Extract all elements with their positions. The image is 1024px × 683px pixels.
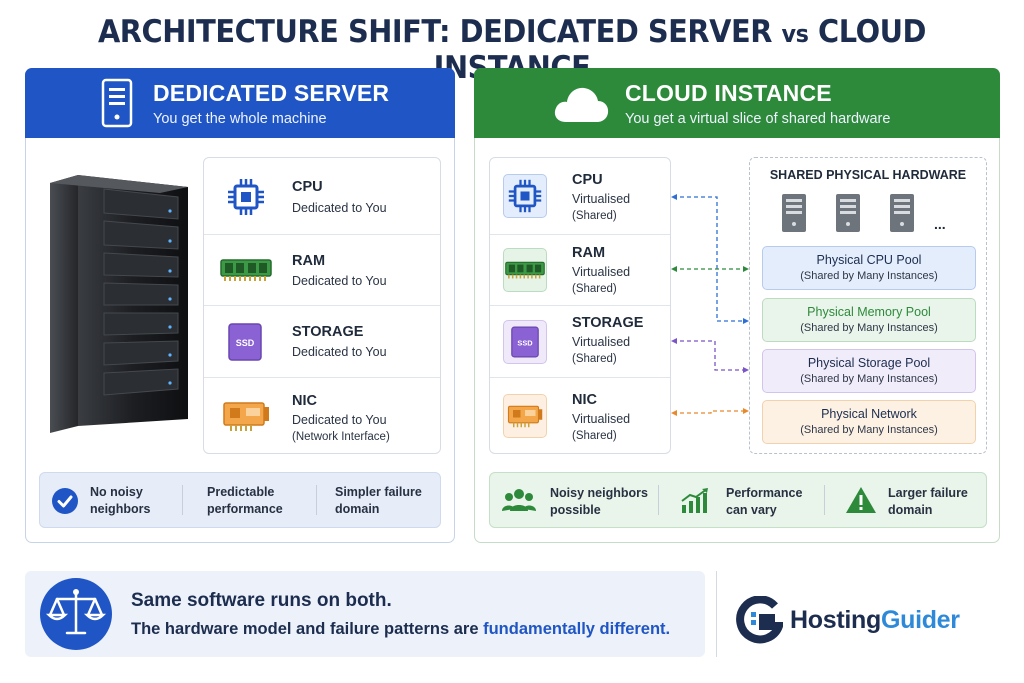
ram-icon xyxy=(220,259,272,281)
component-desc: Virtualised xyxy=(572,192,631,206)
component-name: RAM xyxy=(292,253,326,269)
component-desc: Dedicated to You xyxy=(292,345,387,359)
cloud-ram-row: RAM Virtualised (Shared) xyxy=(490,235,670,306)
dedicated-header: DEDICATED SERVER You get the whole machi… xyxy=(25,68,455,138)
svg-text:SSD: SSD xyxy=(517,338,533,347)
pool-storage: Physical Storage Pool (Shared by Many In… xyxy=(762,349,976,393)
dedicated-cpu-row: CPU Dedicated to You xyxy=(204,158,440,235)
cpu-icon xyxy=(508,179,542,213)
component-desc-extra: (Shared) xyxy=(572,353,617,365)
component-desc: Virtualised xyxy=(572,412,631,426)
cloud-nic-row: NIC Virtualised (Shared) xyxy=(490,378,670,455)
footer-separator xyxy=(716,571,717,657)
shared-hardware-title: SHARED PHYSICAL HARDWARE xyxy=(769,168,967,182)
warning-icon xyxy=(846,487,876,513)
title-vs: vs xyxy=(781,20,809,48)
server-rack-icons xyxy=(782,194,914,232)
component-name: CPU xyxy=(572,172,603,188)
component-name: CPU xyxy=(292,179,323,195)
cpu-icon xyxy=(228,179,264,215)
page-title: ARCHITECTURE SHIFT: DEDICATED SERVER vs … xyxy=(36,14,988,86)
dedicated-server-panel: DEDICATED SERVER You get the whole machi… xyxy=(25,68,455,543)
footer-highlight: fundamentally different. xyxy=(483,620,671,638)
chart-up-icon xyxy=(681,488,708,513)
pool-network: Physical Network (Shared by Many Instanc… xyxy=(762,400,976,444)
component-name: RAM xyxy=(572,245,606,261)
cloud-cpu-row: CPU Virtualised (Shared) xyxy=(490,158,670,235)
component-desc: Dedicated to You xyxy=(292,274,387,288)
ssd-icon: SSD xyxy=(511,326,539,358)
component-desc-extra: (Network Interface) xyxy=(292,431,390,443)
cloud-components-list: CPU Virtualised (Shared) RAM Virtualised… xyxy=(489,157,671,454)
connector-lines xyxy=(671,194,749,416)
dedicated-nic-row: NIC Dedicated to You (Network Interface) xyxy=(204,378,440,455)
footer-line-2: The hardware model and failure patterns … xyxy=(131,620,671,638)
check-circle-icon xyxy=(52,488,78,514)
brand-name: HostingGuider xyxy=(790,606,960,634)
component-desc: Virtualised xyxy=(572,265,631,279)
dedicated-storage-row: SSD STORAGE Dedicated to You xyxy=(204,306,440,378)
more-servers-ellipsis: ... xyxy=(934,216,946,232)
component-name: STORAGE xyxy=(292,324,364,340)
nic-icon xyxy=(507,405,543,428)
component-desc-extra: (Shared) xyxy=(572,283,617,295)
dedicated-subtitle: You get the whole machine xyxy=(153,111,327,127)
cloud-header: CLOUD INSTANCE You get a virtual slice o… xyxy=(474,68,1000,138)
scales-icon xyxy=(40,578,112,650)
component-desc: Dedicated to You xyxy=(292,201,387,215)
server-tower-illustration xyxy=(50,175,188,433)
cloud-icon xyxy=(554,87,609,122)
pool-cpu: Physical CPU Pool (Shared by Many Instan… xyxy=(762,246,976,290)
divider xyxy=(182,485,183,515)
cloud-instance-panel: CLOUD INSTANCE You get a virtual slice o… xyxy=(474,68,1000,543)
dedicated-title: DEDICATED SERVER xyxy=(153,80,390,106)
component-name: NIC xyxy=(292,393,317,409)
users-icon xyxy=(502,489,536,511)
component-desc: Virtualised xyxy=(572,335,631,349)
hostingguider-logo-icon xyxy=(736,596,783,644)
cloud-title: CLOUD INSTANCE xyxy=(625,80,832,106)
component-desc-extra: (Shared) xyxy=(572,210,617,222)
shared-hardware-box: SHARED PHYSICAL HARDWARE ... Physical CP… xyxy=(749,157,987,454)
footer-line-1: Same software runs on both. xyxy=(131,590,392,611)
footer-callout: Same software runs on both. The hardware… xyxy=(25,571,705,657)
component-name: NIC xyxy=(572,392,597,408)
ram-icon xyxy=(505,261,545,279)
ssd-icon: SSD xyxy=(228,323,262,361)
title-left: ARCHITECTURE SHIFT: DEDICATED SERVER xyxy=(97,14,772,50)
divider xyxy=(316,485,317,515)
cloud-subtitle: You get a virtual slice of shared hardwa… xyxy=(625,111,891,127)
component-name: STORAGE xyxy=(572,315,644,331)
pool-memory: Physical Memory Pool (Shared by Many Ins… xyxy=(762,298,976,342)
dedicated-ram-row: RAM Dedicated to You xyxy=(204,235,440,306)
component-desc-extra: (Shared) xyxy=(572,430,617,442)
divider xyxy=(824,485,825,515)
server-icon xyxy=(101,78,133,128)
svg-text:SSD: SSD xyxy=(236,338,255,348)
dedicated-components-list: CPU Dedicated to You RAM Dedicated to Yo… xyxy=(203,157,441,454)
component-desc: Dedicated to You xyxy=(292,413,387,427)
nic-icon xyxy=(223,402,269,431)
cloud-storage-row: SSD STORAGE Virtualised (Shared) xyxy=(490,306,670,378)
divider xyxy=(658,485,659,515)
